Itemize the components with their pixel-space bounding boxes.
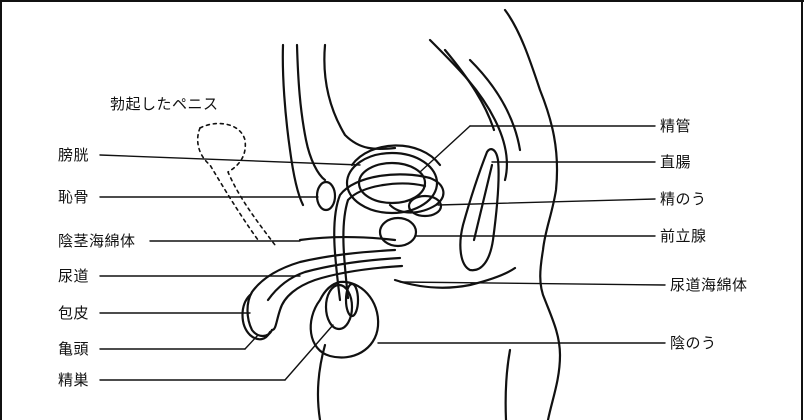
back-outline bbox=[505, 10, 560, 420]
leader-bladder bbox=[100, 155, 360, 165]
erect-penis-annotation: 勃起したペニス bbox=[110, 95, 219, 113]
label-corpus-spongiosum: 尿道海綿体 bbox=[670, 276, 748, 294]
scrotum-shape bbox=[311, 282, 378, 358]
right-leader-lines bbox=[378, 126, 665, 343]
label-corpus-cavernosum: 陰茎海綿体 bbox=[58, 232, 136, 250]
leader-testis-diag bbox=[285, 325, 333, 380]
pubis-shape bbox=[317, 182, 335, 210]
label-seminal-vesicle: 精のう bbox=[660, 190, 707, 208]
erect-penis-outline-lower bbox=[198, 128, 258, 240]
label-rectum: 直腸 bbox=[660, 153, 691, 171]
label-testis: 精巣 bbox=[58, 371, 89, 389]
leader-vas-deferens-diag bbox=[420, 126, 470, 172]
label-prostate: 前立腺 bbox=[660, 227, 707, 245]
rectum-wall bbox=[460, 149, 498, 270]
peritoneum bbox=[324, 45, 395, 149]
sacrum-outline bbox=[430, 40, 507, 180]
label-bladder: 膀胱 bbox=[58, 146, 89, 164]
label-foreskin: 包皮 bbox=[58, 304, 89, 322]
thigh-front bbox=[318, 345, 325, 420]
prostate-shape bbox=[380, 218, 416, 246]
label-urethra: 尿道 bbox=[58, 267, 89, 285]
abdomen-front-inner bbox=[297, 45, 325, 180]
leader-corpus-spongiosum bbox=[400, 282, 665, 285]
erect-penis-outline bbox=[200, 124, 275, 245]
label-scrotum: 陰のう bbox=[670, 334, 717, 352]
perineum bbox=[395, 268, 515, 288]
abdomen-front bbox=[283, 45, 303, 205]
thigh-back bbox=[506, 350, 510, 420]
label-vas-deferens: 精管 bbox=[660, 117, 691, 135]
penis-upper bbox=[248, 250, 396, 336]
coccyx-line bbox=[470, 60, 520, 150]
glans-shape bbox=[243, 295, 271, 339]
label-glans: 亀頭 bbox=[58, 340, 89, 358]
rectum-inner bbox=[474, 165, 492, 240]
label-pubis: 恥骨 bbox=[58, 188, 89, 206]
urethra-line bbox=[268, 258, 400, 300]
